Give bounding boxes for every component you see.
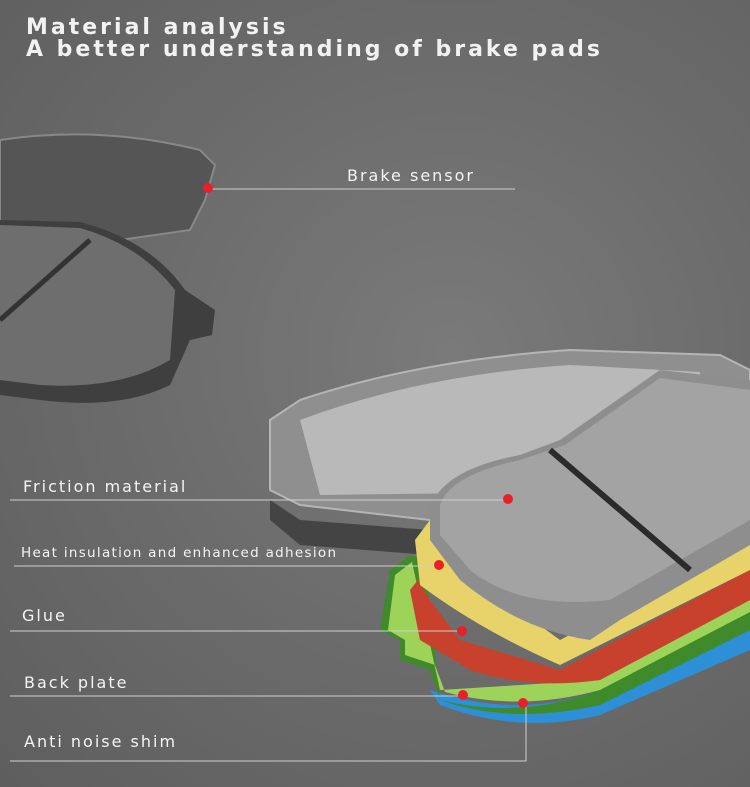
leader-lines <box>10 188 527 762</box>
marker-anti-noise-shim <box>518 698 528 708</box>
label-glue: Glue <box>22 606 67 625</box>
label-anti-noise-shim: Anti noise shim <box>24 732 178 751</box>
marker-back-plate <box>458 690 468 700</box>
page-title: Material analysis <box>26 15 289 40</box>
marker-friction-material <box>503 494 513 504</box>
marker-glue <box>457 626 467 636</box>
label-brake-sensor: Brake sensor <box>347 166 476 185</box>
label-heat-insulation: Heat insulation and enhanced adhesion <box>21 545 338 561</box>
insulation-layer <box>415 520 750 665</box>
back-plate-layer <box>380 555 750 714</box>
page-subtitle: A better understanding of brake pads <box>26 37 603 62</box>
upper-back-plate <box>0 133 217 242</box>
upper-friction-pad <box>0 220 215 403</box>
marker-dots <box>203 183 528 708</box>
marker-heat-insulation <box>434 560 444 570</box>
marker-brake-sensor <box>203 183 213 193</box>
label-back-plate: Back plate <box>24 673 129 692</box>
label-friction-material: Friction material <box>23 477 188 496</box>
glue-layer <box>410 570 750 684</box>
friction-layer <box>430 370 750 640</box>
